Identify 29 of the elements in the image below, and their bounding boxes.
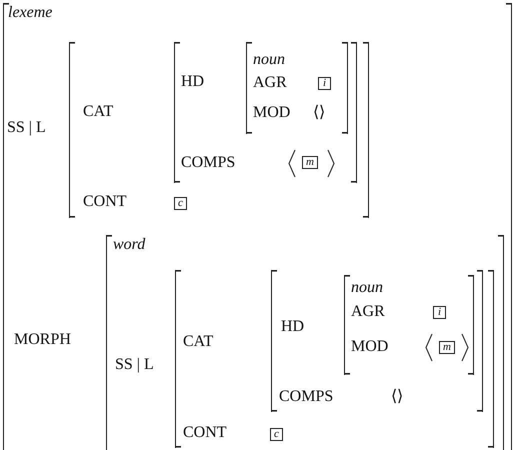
- attribute-value-matrix: [106, 235, 504, 450]
- attribute-label: CAT: [183, 333, 214, 351]
- coindex-tag: i: [318, 77, 331, 90]
- attribute-label: SS | L: [115, 356, 154, 374]
- attribute-label: MORPH: [14, 331, 71, 349]
- coindex-tag: m: [439, 341, 455, 354]
- type-label: noun: [253, 51, 285, 69]
- attribute-label: SS | L: [7, 119, 46, 137]
- attribute-label: MOD: [253, 104, 290, 122]
- attribute-label: CONT: [83, 193, 127, 211]
- attribute-label: HD: [281, 318, 304, 336]
- coindex-tag: c: [270, 428, 283, 441]
- empty-list: ⟨⟩: [313, 104, 325, 122]
- type-label: noun: [351, 279, 383, 297]
- coindex-tag: i: [433, 306, 446, 319]
- attribute-label: CONT: [183, 424, 227, 442]
- attribute-label: AGR: [351, 303, 385, 321]
- type-label: lexeme: [8, 4, 52, 22]
- attribute-label: MOD: [351, 338, 388, 356]
- attribute-label: HD: [181, 73, 204, 91]
- attribute-label: COMPS: [279, 388, 334, 406]
- attribute-label: CAT: [83, 103, 114, 121]
- attribute-label: COMPS: [181, 154, 236, 172]
- type-label: word: [113, 236, 146, 254]
- coindex-tag: m: [302, 156, 318, 169]
- attribute-label: AGR: [253, 74, 287, 92]
- coindex-tag: c: [174, 197, 187, 210]
- attribute-value-matrix: [3, 3, 512, 450]
- empty-list: ⟨⟩: [391, 388, 403, 406]
